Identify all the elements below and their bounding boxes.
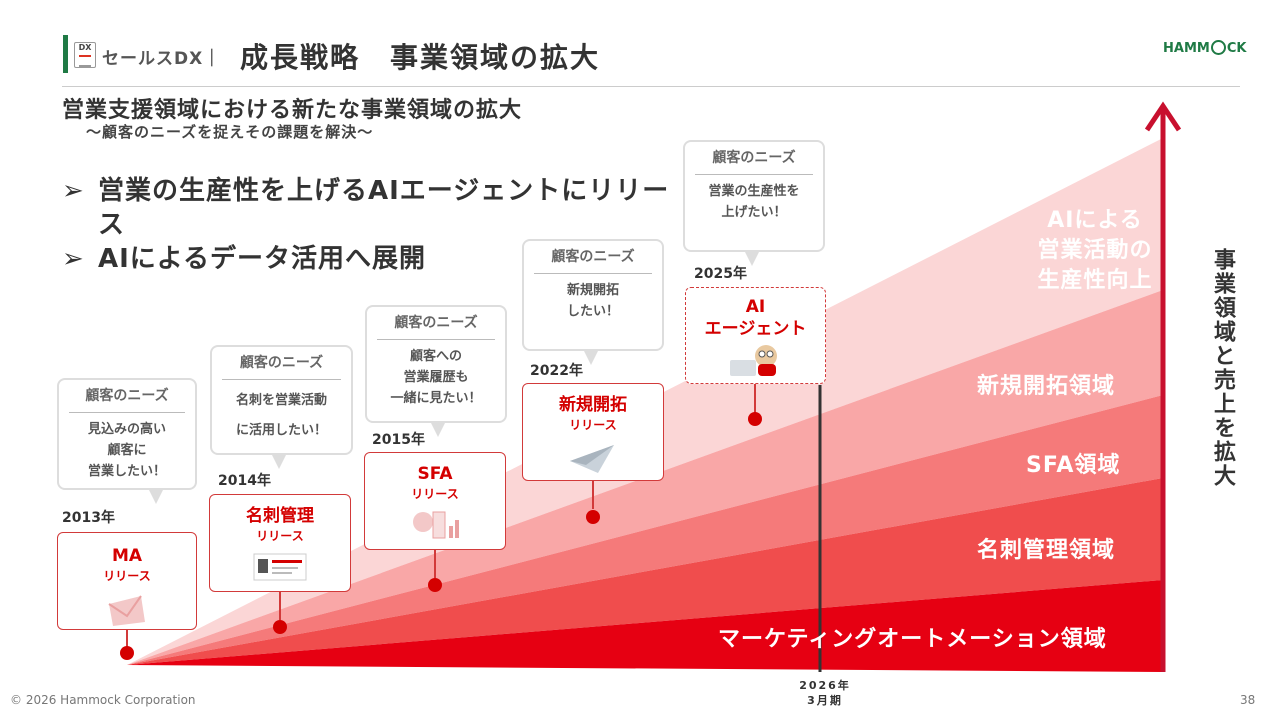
bullet-text: AIによるデータ活用へ展開 [98,244,427,274]
section-subtitle: 営業支援領域における新たな事業領域の拡大 [62,98,523,123]
needs-line: したい！ [566,304,619,319]
milestone-stem [754,384,756,414]
zone-label-new-biz: 新規開拓領域 [977,374,1116,399]
release-label: リリース [411,487,459,501]
section-tagline: ～顧客のニーズを捉えその課題を解決～ [86,123,374,141]
header-accent-bar [63,35,68,73]
dx-document-icon: DX [74,42,96,68]
release-label: リリース [103,569,151,583]
product-card-ai-agent: AI エージェント [685,287,826,384]
header-divider [62,86,1240,87]
needs-title: 顧客のニーズ [222,353,341,380]
needs-line: 見込みの高い [87,422,166,437]
needs-bubble-2025: 顧客のニーズ 営業の生産性を 上げたい！ [683,140,825,266]
needs-line: 営業したい！ [87,464,166,479]
milestone-dot-2025 [748,412,762,426]
milestone-stem [279,592,281,620]
dx-icon-label: DX [78,43,92,52]
needs-bubble-2014: 顧客のニーズ 名刺を営業活動 に活用したい！ [210,345,353,469]
needs-line: 上げたい！ [721,205,787,220]
year-label-2025: 2025年 [694,266,747,282]
year-label-2014: 2014年 [218,473,271,489]
product-name: 名刺管理 [246,506,314,526]
logo-text-right: CK [1226,41,1247,56]
growth-arrow-head [1144,101,1182,132]
milestone-stem [126,630,128,654]
axis-label-vertical: 事業領域と売上を拡大 [1210,248,1235,488]
page-title: 成長戦略 事業領域の拡大 [240,41,601,74]
needs-line: 顧客への [409,349,462,364]
needs-line: 営業の生産性を [708,184,800,199]
zone-sfa-band [127,395,1163,665]
zone-label-card: 名刺管理領域 [977,538,1116,563]
year-label-2013: 2013年 [62,510,115,526]
needs-title: 顧客のニーズ [377,313,495,340]
business-card-icon [253,553,307,581]
milestone-stem [592,481,594,509]
product-name: SFA [417,464,453,484]
globe-icon [1210,40,1226,55]
needs-bubble-2013: 顧客のニーズ 見込みの高い 顧客に 営業したい！ [57,378,197,504]
needs-line: 営業履歴も [403,370,469,385]
milestone-dot-2015 [428,578,442,592]
envelope-icon [108,595,145,626]
milestone-dot-2013 [120,646,134,660]
hammock-logo: HAMM CK [1163,40,1246,56]
product-card-ma: MA リリース [57,532,197,630]
bullet-list: ➢ 営業の生産性を上げるAIエージェントにリリース ➢ AIによるデータ活用へ展開 [62,174,682,276]
owl-laptop-icon [729,345,777,376]
zone-label-sfa: SFA領域 [1026,453,1121,478]
bullet-text: 営業の生産性を上げるAIエージェントにリリース [98,176,670,240]
fiscal-year-label: 2026年 3月期 [780,678,870,708]
needs-line: 名刺を営業活動 [235,393,327,408]
product-name: 新規開拓 [559,395,627,415]
zone-ai-line: 営業活動の [1037,238,1153,263]
zone-ai-line: 生産性向上 [1037,268,1153,293]
needs-bubble-2022: 顧客のニーズ 新規開拓 したい！ [522,239,664,365]
bullet-item: ➢ AIによるデータ活用へ展開 [62,242,682,276]
needs-title: 顧客のニーズ [69,386,185,413]
year-label-2022: 2022年 [530,363,583,379]
fiscal-year-line-1: 2026年 [799,679,851,692]
zone-ai-line: AIによる [1047,208,1143,233]
arrow-bullet-icon: ➢ [62,176,85,206]
page-number: 38 [1240,693,1256,707]
logo-text-left: HAMM [1163,41,1210,56]
release-label: リリース [569,418,617,432]
paper-plane-icon [570,445,614,473]
sfa-analytics-icon [413,511,459,539]
needs-title: 顧客のニーズ [534,247,652,274]
release-label: リリース [256,529,304,543]
fiscal-year-line-2: 3月期 [807,694,843,707]
copyright-footer: © 2026 Hammock Corporation [10,693,196,707]
milestone-stem [434,550,436,578]
arrow-bullet-icon: ➢ [62,244,85,274]
bullet-item: ➢ 営業の生産性を上げるAIエージェントにリリース [62,174,682,242]
product-name-line: AI [745,297,766,317]
product-card-sfa: SFA リリース [364,452,506,550]
needs-line: 新規開拓 [566,283,619,298]
needs-line: 一緒に見たい！ [390,391,482,406]
needs-line: に活用したい！ [235,423,327,438]
zone-ma-band [127,580,1163,672]
product-card-business-card: 名刺管理 リリース [209,494,351,592]
product-name-line: エージェント [704,319,807,339]
product-name: MA [111,546,143,566]
zone-label-ai: AIによる 営業活動の 生産性向上 [1030,206,1160,296]
zone-label-ma: マーケティングオートメーション領域 [718,627,1107,652]
milestone-dot-2014 [273,620,287,634]
header-category: セールスDX｜ [102,49,222,69]
needs-bubble-2015: 顧客のニーズ 顧客への 営業履歴も 一緒に見たい！ [365,305,507,437]
needs-title: 顧客のニーズ [695,148,813,175]
year-label-2015: 2015年 [372,432,425,448]
zone-card-band [127,478,1163,665]
needs-line: 顧客に [107,443,147,458]
product-card-new-biz: 新規開拓 リリース [522,383,664,481]
milestone-dot-2022 [586,510,600,524]
